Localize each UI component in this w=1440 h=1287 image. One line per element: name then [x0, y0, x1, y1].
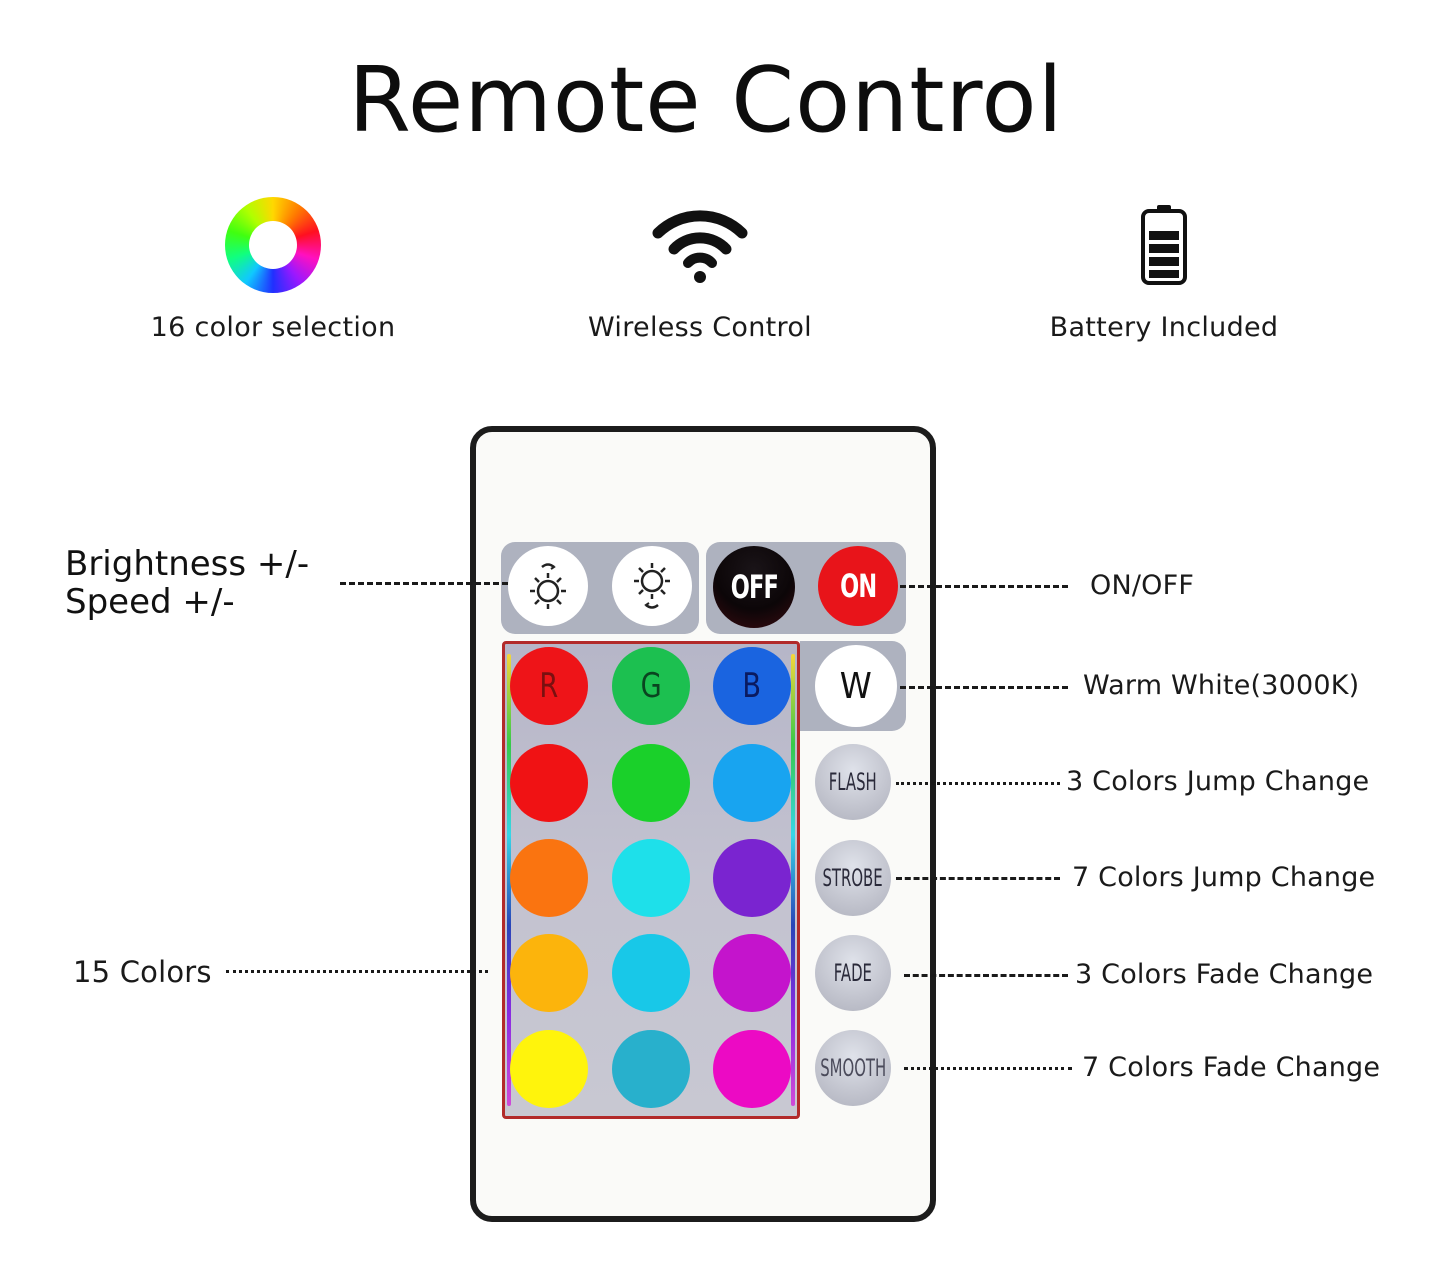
warm-white-label: W: [839, 665, 873, 707]
callout-flash: 3 Colors Jump Change: [1066, 766, 1370, 797]
brightness-down-button[interactable]: [612, 546, 692, 626]
sun-up-icon: [530, 563, 566, 609]
leader-line-fade: [904, 974, 1068, 977]
color-button-aqua[interactable]: [612, 934, 690, 1012]
leader-line-15-colors: [226, 970, 488, 973]
color-button-violet[interactable]: [713, 839, 791, 917]
page-title: Remote Control: [348, 48, 1064, 153]
off-button-label: OFF: [730, 568, 778, 606]
feature-battery-included: Battery Included: [984, 190, 1344, 343]
callout-smooth: 7 Colors Fade Change: [1082, 1052, 1381, 1083]
callout-brightness-line1: Brightness +/-: [65, 544, 310, 584]
feature-label: Battery Included: [1049, 312, 1279, 343]
color-button-green2[interactable]: [612, 744, 690, 822]
color-button-teal[interactable]: [612, 1030, 690, 1108]
callout-fade: 3 Colors Fade Change: [1075, 959, 1374, 990]
rainbow-edge-right: [791, 654, 795, 1106]
callout-strobe: 7 Colors Jump Change: [1072, 862, 1376, 893]
leader-line-flash: [896, 782, 1060, 785]
smooth-label: SMOOTH: [820, 1054, 886, 1082]
leader-line-warm-white: [900, 686, 1068, 689]
green-button-label: G: [640, 666, 662, 706]
rainbow-edge-left: [507, 654, 511, 1106]
flash-button[interactable]: FLASH: [815, 744, 891, 820]
color-wheel-icon: [225, 197, 321, 293]
fade-button[interactable]: FADE: [815, 935, 891, 1011]
color-button-purple[interactable]: [713, 934, 791, 1012]
color-button-magenta[interactable]: [713, 1030, 791, 1108]
wifi-icon: [652, 210, 748, 283]
feature-wireless-control: Wireless Control: [520, 190, 880, 343]
red-button[interactable]: R: [510, 647, 588, 725]
color-button-amber[interactable]: [510, 934, 588, 1012]
red-button-label: R: [539, 666, 559, 706]
leader-line-smooth: [904, 1067, 1072, 1070]
color-button-yellow[interactable]: [510, 1030, 588, 1108]
color-button-red2[interactable]: [510, 744, 588, 822]
strobe-button[interactable]: STROBE: [815, 840, 891, 916]
sun-down-icon: [634, 563, 670, 609]
blue-button-label: B: [742, 666, 762, 706]
smooth-button[interactable]: SMOOTH: [815, 1030, 891, 1106]
on-button-label: ON: [839, 567, 877, 605]
feature-label: Wireless Control: [588, 312, 812, 343]
feature-label: 16 color selection: [150, 312, 396, 343]
fade-label: FADE: [833, 959, 873, 987]
color-button-skyblue[interactable]: [713, 744, 791, 822]
leader-line-onoff: [900, 585, 1068, 588]
battery-icon: [1141, 205, 1187, 285]
strobe-label: STROBE: [822, 864, 884, 892]
off-button[interactable]: OFF: [713, 546, 795, 628]
callout-warm-white: Warm White(3000K): [1083, 670, 1360, 701]
callout-onoff: ON/OFF: [1090, 570, 1195, 601]
leader-line-strobe: [896, 877, 1060, 880]
leader-line-brightness: [340, 582, 508, 585]
green-button[interactable]: G: [612, 647, 690, 725]
warm-white-button[interactable]: W: [815, 645, 897, 727]
flash-label: FLASH: [828, 768, 878, 796]
callout-brightness: Brightness +/- Speed +/-: [65, 545, 309, 621]
blue-button[interactable]: B: [713, 647, 791, 725]
callout-15-colors: 15 Colors: [73, 955, 212, 989]
color-button-cyan[interactable]: [612, 839, 690, 917]
on-button[interactable]: ON: [818, 546, 898, 626]
callout-speed-line2: Speed +/-: [65, 582, 235, 622]
feature-color-selection: 16 color selection: [93, 190, 453, 343]
brightness-up-button[interactable]: [508, 546, 588, 626]
color-button-orange[interactable]: [510, 839, 588, 917]
